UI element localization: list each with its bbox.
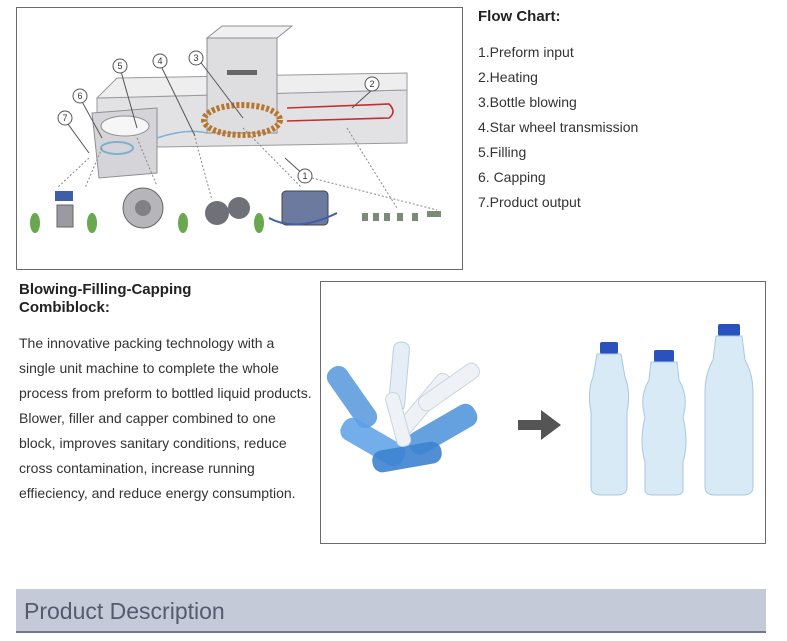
product-description-title: Product Description (24, 598, 225, 624)
component-parts-row (30, 187, 441, 233)
callout-circles (57, 50, 380, 184)
preforms-group (326, 341, 481, 473)
callout-5: 5 (117, 61, 122, 71)
combiblock-paragraph: The innovative packing technology with a… (19, 335, 312, 401)
callout-2: 2 (369, 79, 374, 89)
flow-step: 6. Capping (478, 169, 546, 185)
arrow-right-icon (518, 410, 561, 440)
flow-chart-steps: 1.Preform input 2.Heating 3.Bottle blowi… (478, 40, 638, 215)
flow-step: 2.Heating (478, 69, 538, 85)
flow-chart-diagram: 1 2 3 4 5 6 7 (16, 7, 463, 270)
flow-step: 4.Star wheel transmission (478, 119, 639, 135)
callout-3: 3 (193, 53, 198, 63)
flow-step: 7.Product output (478, 194, 581, 210)
flow-step: 5.Filling (478, 144, 527, 160)
flow-chart-title: Flow Chart: (478, 8, 561, 25)
bottles-group (588, 324, 754, 496)
preform-to-bottle-image (320, 281, 766, 544)
callout-6: 6 (77, 91, 82, 101)
combiblock-description: The innovative packing technology with a… (19, 331, 314, 506)
callout-4: 4 (157, 56, 162, 66)
combiblock-paragraph: Blower, filler and capper combined to on… (19, 410, 296, 501)
callout-1: 1 (302, 171, 307, 181)
preform-bottle-illustration (326, 324, 754, 496)
callout-7: 7 (62, 113, 67, 123)
machine-illustration: 1 2 3 4 5 6 7 (30, 25, 441, 233)
product-description-header: Product Description (16, 589, 766, 633)
combiblock-title: Blowing-Filling-Capping Combiblock: (19, 281, 192, 316)
flow-step: 1.Preform input (478, 44, 574, 60)
flow-step: 3.Bottle blowing (478, 94, 577, 110)
